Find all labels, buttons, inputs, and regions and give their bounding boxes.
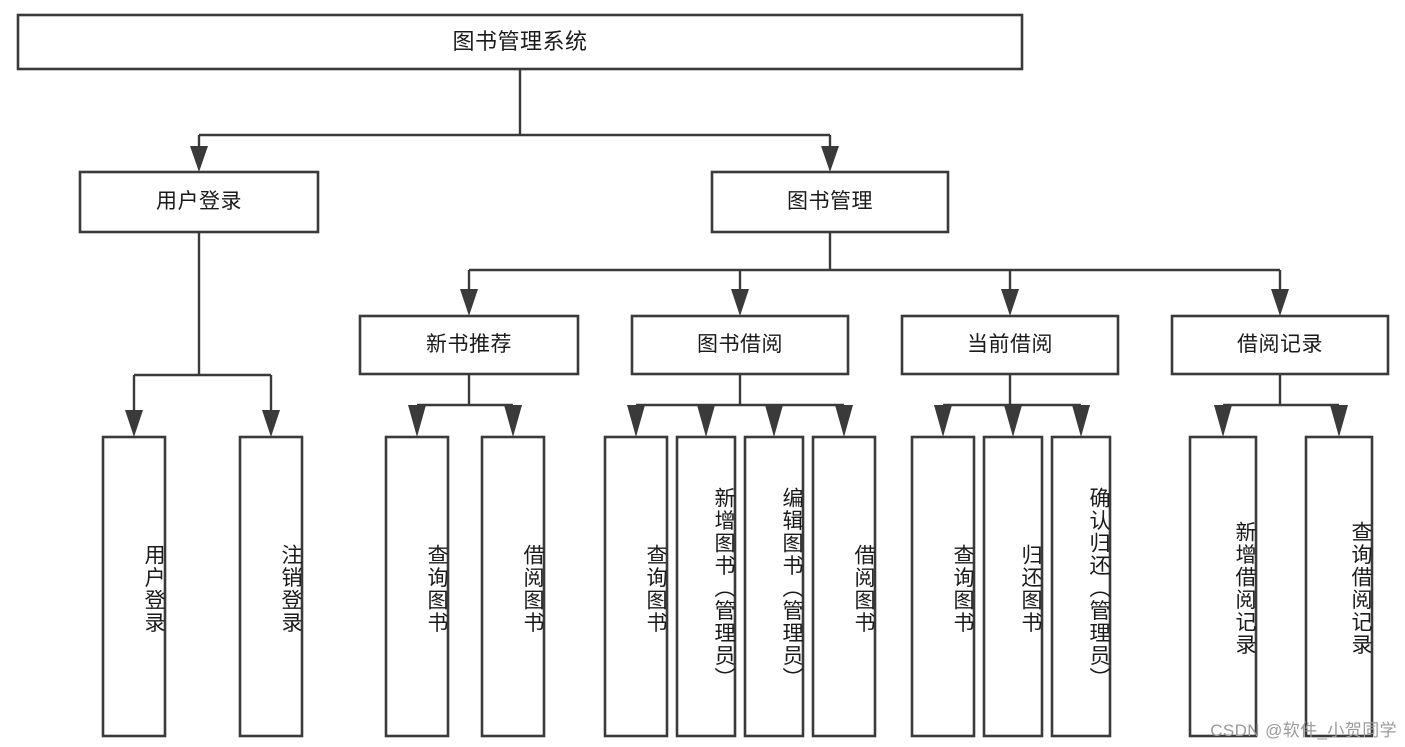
csdn-watermark: CSDN @软件_小贺同学 [1210, 721, 1397, 740]
box-book-manage [710, 170, 950, 234]
connector-layer [125, 69, 1348, 437]
arrow-head-record [1271, 289, 1289, 316]
box-leaf-bo-lend [811, 435, 877, 738]
box-leaf-rc-add [1188, 435, 1258, 738]
arrow-head-book-manage [821, 146, 839, 172]
box-new-book [358, 314, 580, 376]
box-leaf-cu-query [910, 435, 976, 738]
box-leaf-user-login [101, 435, 167, 738]
arrow-head-bo-lend [835, 405, 853, 437]
arrow-head-cu-confirm [1072, 405, 1090, 437]
arrow-head-cu-return [1004, 405, 1022, 437]
arrow-head-rc-add [1214, 405, 1232, 437]
arrow-head-bo-edit [765, 405, 783, 437]
arrow-head-nb-query [408, 405, 426, 437]
arrow-head-new-book [460, 289, 478, 316]
box-leaf-cu-confirm [1050, 435, 1112, 738]
arrow-head-rc-query [1330, 405, 1348, 437]
box-root [16, 13, 1024, 71]
box-leaf-nb-query [384, 435, 450, 738]
box-current [900, 314, 1120, 376]
box-leaf-cu-return [982, 435, 1044, 738]
arrow-head-current [1001, 289, 1019, 316]
box-leaf-bo-edit [743, 435, 805, 738]
box-record [1170, 314, 1390, 376]
box-borrow [630, 314, 850, 376]
arrow-head-nb-borrow [504, 405, 522, 437]
box-user-login [78, 170, 320, 234]
arrow-head-borrow [731, 289, 749, 316]
box-leaf-nb-borrow [480, 435, 546, 738]
arrow-head-bo-query [627, 405, 645, 437]
arrow-head-user-login [190, 146, 208, 172]
box-leaf-bo-add [675, 435, 737, 738]
arrow-head-cu-query [934, 405, 952, 437]
arrow-head-bo-add [697, 405, 715, 437]
node-box-layer [16, 13, 1390, 738]
box-leaf-bo-query [603, 435, 669, 738]
box-leaf-rc-query [1304, 435, 1374, 738]
box-leaf-logout [238, 435, 304, 738]
arrow-head-leaf-logout [262, 410, 280, 437]
arrow-head-leaf-user-login [125, 410, 143, 437]
